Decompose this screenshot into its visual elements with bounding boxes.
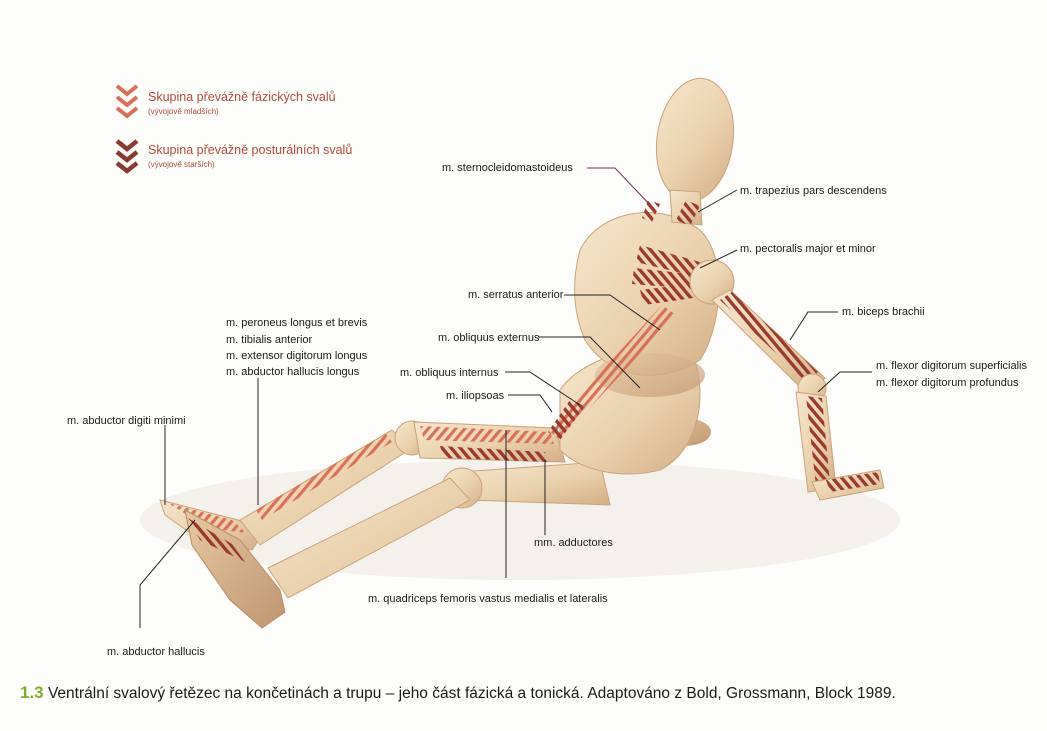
label-abductor-hallucis: m. abductor hallucis [107,645,205,659]
label-abductor-hallucis-longus: m. abductor hallucis longus [226,365,359,379]
legend-postural-subtitle: (vývojově starších) [148,160,215,169]
label-serratus: m. serratus anterior [468,288,563,302]
label-biceps: m. biceps brachii [842,305,925,319]
label-flexor-profundus: m. flexor digitorum profundus [876,376,1018,390]
forearm [796,392,836,492]
label-pectoralis: m. pectoralis major et minor [740,242,876,256]
label-quadriceps: m. quadriceps femoris vastus medialis et… [368,592,608,606]
figure-number: 1.3 [20,683,44,702]
label-peroneus: m. peroneus longus et brevis [226,316,367,330]
label-tibialis: m. tibialis anterior [226,333,312,347]
label-extensor: m. extensor digitorum longus [226,349,367,363]
legend-phasic-title: Skupina převážně fázických svalů [148,90,336,104]
phasic-legend-icon [117,86,137,116]
label-iliopsoas: m. iliopsoas [446,389,504,403]
label-trapezius: m. trapezius pars descendens [740,184,887,198]
postural-legend-icon [117,141,137,171]
label-abductor-digiti-minimi: m. abductor digiti minimi [67,414,186,428]
label-flexor-superficialis: m. flexor digitorum superficialis [876,359,1027,373]
thigh-upper [414,422,565,462]
label-sternocleidomastoideus: m. sternocleidomastoideus [442,161,573,175]
caption-text: Ventrální svalový řetězec na končetinách… [44,685,896,702]
legend-postural-title: Skupina převážně posturálních svalů [148,143,352,157]
figure-caption: 1.3 Ventrální svalový řetězec na končeti… [20,683,1020,703]
label-obliquus-internus: m. obliquus internus [400,366,498,380]
legend-phasic-subtitle: (vývojově mladších) [148,107,219,116]
label-obliquus-externus: m. obliquus externus [438,331,540,345]
head [649,73,742,225]
label-adductores: mm. adductores [534,536,613,550]
